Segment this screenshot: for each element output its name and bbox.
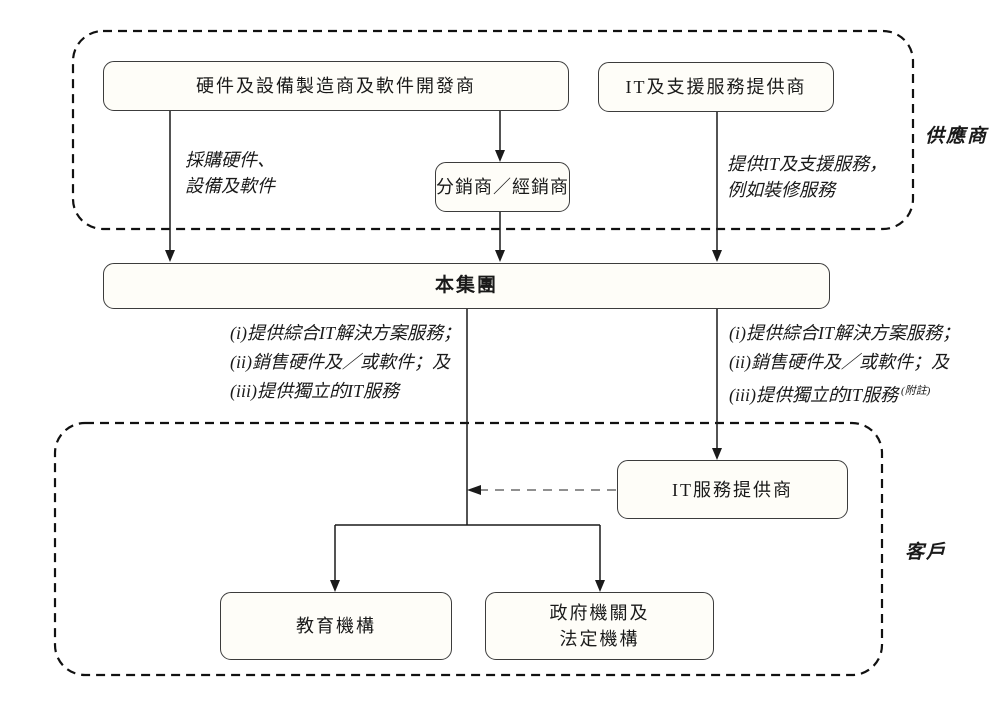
suppliers-region-border bbox=[71, 29, 915, 231]
arrowhead-hardware-to-group bbox=[165, 250, 175, 262]
suppliers-region-label: 供應商 bbox=[925, 126, 989, 147]
customers-region-label: 客戶 bbox=[905, 542, 948, 563]
procure-note-line-2: 設備及軟件 bbox=[185, 176, 275, 196]
government-statutory-box: 政府機關及 法定機構 bbox=[485, 592, 714, 660]
hardware-manufacturers-box: 硬件及設備製造商及軟件開發商 bbox=[103, 61, 569, 111]
arrowhead-branch-to-government bbox=[595, 580, 605, 592]
procure-note-line-1: 採購硬件、 bbox=[185, 150, 275, 170]
group-services-left: (i)提供綜合IT解決方案服務； (ii)銷售硬件及／或軟件；及 (iii)提供… bbox=[230, 319, 461, 406]
group-box: 本集團 bbox=[103, 263, 830, 309]
government-statutory-line-2: 法定機構 bbox=[559, 629, 640, 649]
group-services-right: (i)提供綜合IT解決方案服務； (ii)銷售硬件及／或軟件；及 (iii)提供… bbox=[729, 319, 960, 410]
customers-region-border bbox=[53, 421, 884, 677]
group-services-right-line-3: (iii)提供獨立的IT服務(附註) bbox=[729, 377, 960, 410]
group-services-left-line-2: (ii)銷售硬件及／或軟件；及 bbox=[230, 352, 450, 372]
distributor-box: 分銷商／經銷商 bbox=[435, 162, 570, 212]
government-statutory-line-1: 政府機關及 bbox=[549, 603, 650, 623]
arrowhead-group-to-itservice bbox=[712, 448, 722, 460]
footnote-marker: (附註) bbox=[901, 385, 931, 397]
procure-note: 採購硬件、 設備及軟件 bbox=[185, 147, 275, 199]
group-services-right-line-2: (ii)銷售硬件及／或軟件；及 bbox=[729, 352, 949, 372]
it-support-services-box: IT及支援服務提供商 bbox=[598, 62, 834, 112]
group-services-left-line-3: (iii)提供獨立的IT服務 bbox=[230, 381, 399, 401]
group-services-left-line-1: (i)提供綜合IT解決方案服務； bbox=[230, 323, 461, 343]
provide-note-line-2: 例如裝修服務 bbox=[727, 180, 835, 200]
group-services-right-line-1: (i)提供綜合IT解決方案服務； bbox=[729, 323, 960, 343]
provide-note: 提供IT及支援服務， 例如裝修服務 bbox=[727, 151, 887, 203]
it-service-provider-box: IT服務提供商 bbox=[617, 460, 848, 519]
arrowhead-itsupport-to-group bbox=[712, 250, 722, 262]
arrowhead-hardware-to-distributor bbox=[495, 150, 505, 162]
group-services-right-line-3-text: (iii)提供獨立的IT服務 bbox=[729, 385, 898, 405]
arrowhead-distributor-to-group bbox=[495, 250, 505, 262]
education-institutions-box: 教育機構 bbox=[220, 592, 452, 660]
arrowhead-branch-to-education bbox=[330, 580, 340, 592]
provide-note-line-1: 提供IT及支援服務， bbox=[727, 154, 888, 174]
arrowhead-itservice-to-center bbox=[467, 485, 481, 495]
